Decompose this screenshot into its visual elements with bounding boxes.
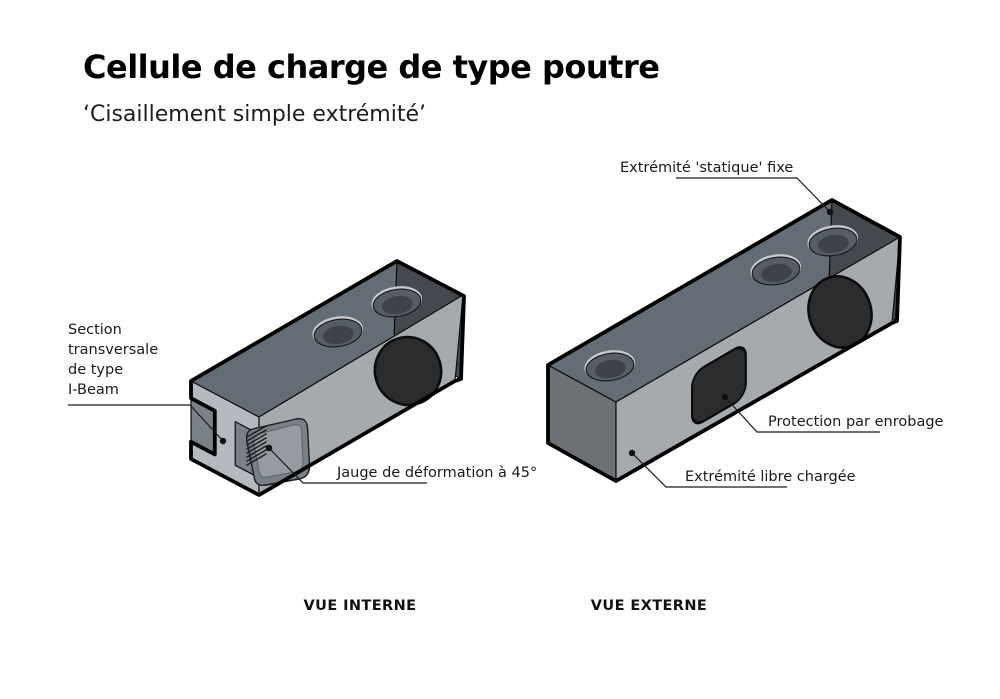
potting-cover-rect bbox=[690, 346, 747, 425]
callout-label: Jauge de déformation à 45° bbox=[336, 465, 537, 481]
strain-gauge-hatch bbox=[246, 425, 267, 466]
leader-dot bbox=[628, 449, 636, 457]
external-view-beam bbox=[546, 198, 902, 483]
leader-dot bbox=[265, 444, 273, 452]
callout-label: Protection par enrobage bbox=[768, 414, 944, 430]
potting-cover bbox=[690, 346, 747, 425]
caption-external-view: VUE EXTERNE bbox=[591, 598, 707, 614]
callout-label-line: Section bbox=[68, 322, 122, 338]
hole-bore bbox=[381, 295, 413, 315]
caption-internal-view: VUE INTERNE bbox=[304, 598, 417, 614]
counterbore-hole bbox=[371, 286, 423, 318]
beam-outline bbox=[546, 198, 902, 483]
leader-dot bbox=[219, 437, 227, 445]
hatch-stroke bbox=[246, 445, 267, 458]
callout-label-line: I-Beam bbox=[68, 382, 119, 398]
hole-bore bbox=[594, 359, 626, 379]
hatch-stroke bbox=[246, 433, 267, 446]
counterbore-hole bbox=[750, 254, 802, 286]
hatch-stroke bbox=[246, 437, 267, 450]
hatch-stroke bbox=[246, 429, 267, 442]
callout-leader bbox=[676, 177, 831, 213]
hatch-stroke bbox=[246, 425, 267, 438]
callout-fixed-end: Extrémité 'statique' fixe bbox=[620, 160, 834, 216]
callout-loaded-end: Extrémité libre chargée bbox=[628, 449, 856, 488]
callout-label-line: transversale bbox=[68, 342, 158, 358]
hatch-stroke bbox=[246, 453, 267, 466]
callout-strain-gauge: Jauge de déformation à 45° bbox=[265, 444, 537, 484]
callout-label: Extrémité libre chargée bbox=[685, 469, 856, 485]
hole-bore bbox=[817, 234, 849, 254]
hatch-stroke bbox=[246, 441, 267, 454]
counterbore-hole bbox=[584, 350, 636, 382]
leader-dot bbox=[826, 208, 834, 216]
leader-dot bbox=[721, 393, 729, 401]
callout-label-line: de type bbox=[68, 362, 123, 378]
callout-cross-section: Section transversale de type I-Beam bbox=[68, 322, 227, 445]
hole-bore bbox=[760, 263, 792, 283]
page-subtitle: ‘Cisaillement simple extrémité’ bbox=[83, 102, 427, 127]
callout-potting: Protection par enrobage bbox=[721, 393, 944, 433]
page-title: Cellule de charge de type poutre bbox=[83, 48, 660, 86]
callout-label: Extrémité 'statique' fixe bbox=[620, 160, 793, 176]
counterbore-hole bbox=[807, 225, 859, 257]
callout-leader bbox=[268, 447, 427, 484]
counterbore-hole bbox=[312, 316, 364, 348]
internal-view-beam bbox=[189, 259, 466, 497]
callout-leader bbox=[724, 396, 880, 433]
hole-bore bbox=[322, 325, 354, 345]
hatch-stroke bbox=[246, 449, 267, 462]
beam-outline bbox=[189, 259, 466, 497]
callout-leader bbox=[68, 404, 224, 442]
callout-leader bbox=[631, 452, 787, 488]
